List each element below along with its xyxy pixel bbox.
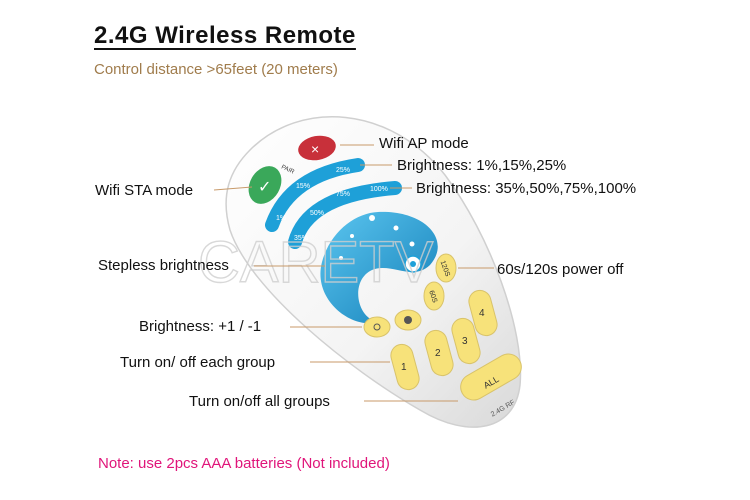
group-2-buttons[interactable]: 2 [422,328,455,378]
pct-1: 1% [276,215,286,222]
page-subtitle: Control distance >65feet (20 meters) [94,61,338,78]
label-stepless: Stepless brightness [98,257,229,274]
close-icon: × [311,141,319,157]
timer-120s-button[interactable]: 120S [435,253,457,283]
pct-75: 75% [336,191,350,198]
leader-lines [213,144,494,402]
brightness-arc-low[interactable]: 1% 15% 25% [265,158,365,232]
brightness-arc-high[interactable]: 35% 50% 75% 100% [288,181,402,249]
group-4-label: 4 [479,308,485,319]
timer-60-label: 60S [427,290,438,304]
label-brightness-low: Brightness: 1%,15%,25% [397,157,567,174]
brightness-down-button[interactable] [363,316,391,338]
label-power-off: 60s/120s power off [497,261,624,278]
group-3-label: 3 [462,336,468,347]
timer-60s-button[interactable]: 60S [423,281,445,311]
battery-note: Note: use 2pcs AAA batteries (Not includ… [98,455,390,472]
label-wifi-sta: Wifi STA mode [95,182,194,199]
group-3-buttons[interactable]: 3 [449,316,482,366]
pct-25: 25% [336,167,350,174]
sun-icon [410,261,416,267]
label-wifi-ap: Wifi AP mode [379,135,469,152]
check-button[interactable]: ✓ [242,160,288,210]
label-group-onoff: Turn on/ off each group [120,354,276,371]
group-1-label: 1 [401,362,407,373]
sun-button[interactable] [404,255,422,273]
group-2-label: 2 [435,348,441,359]
dim-sun-icon [373,323,381,331]
close-button[interactable]: × [296,133,338,163]
watermark: CARETV [198,230,434,295]
group-4-buttons[interactable]: 4 [466,288,499,338]
brightness-up-button[interactable] [394,309,422,331]
check-icon: ✓ [258,179,271,196]
stepless-wheel[interactable] [320,211,438,324]
pct-100: 100% [370,186,388,193]
all-button[interactable]: ALL [456,349,526,405]
page-title: 2.4G Wireless Remote [94,22,356,49]
bright-sun-icon [404,316,412,324]
label-all-onoff: Turn on/off all groups [189,393,330,410]
pct-35: 35% [294,235,308,242]
label-brightness-step: Brightness: +1 / -1 [139,318,262,335]
label-brightness-high: Brightness: 35%,50%,75%,100% [416,180,637,197]
pct-50: 50% [310,210,324,217]
pct-15: 15% [296,183,310,190]
group-1-buttons[interactable]: 1 [388,342,421,392]
pair-label: PAIR [280,164,295,175]
